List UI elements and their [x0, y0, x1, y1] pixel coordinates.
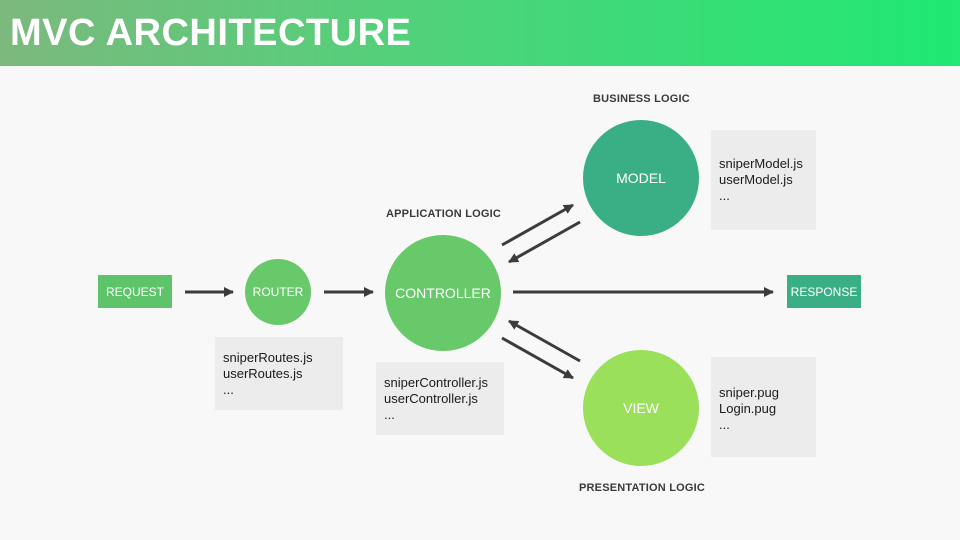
- controller-label: CONTROLLER: [395, 285, 491, 301]
- file-item: userRoutes.js: [223, 366, 303, 381]
- application-logic-caption: APPLICATION LOGIC: [386, 208, 502, 220]
- controller-node: CONTROLLER: [385, 235, 501, 351]
- page-title: MVC ARCHITECTURE: [10, 12, 412, 54]
- business-logic-caption: BUSINESS LOGIC: [593, 93, 690, 105]
- response-label: RESPONSE: [790, 284, 858, 299]
- model-label: MODEL: [616, 170, 666, 186]
- arrow-model-controller: [508, 220, 581, 264]
- presentation-logic-caption: PRESENTATION LOGIC: [579, 482, 706, 494]
- router-files: sniperRoutes.js userRoutes.js ...: [215, 337, 343, 410]
- model-node: MODEL: [583, 120, 699, 236]
- router-label: ROUTER: [252, 285, 304, 299]
- arrow-controller-model: [501, 203, 574, 247]
- view-files: sniper.pug Login.pug ...: [711, 357, 816, 457]
- response-box: RESPONSE: [787, 275, 861, 308]
- file-item: sniperController.js: [384, 375, 489, 390]
- file-item: userModel.js: [719, 172, 793, 187]
- file-item: Login.pug: [719, 401, 777, 416]
- view-node: VIEW: [583, 350, 699, 466]
- router-node: ROUTER: [245, 259, 311, 325]
- file-item: ...: [223, 382, 234, 397]
- file-item: ...: [719, 188, 730, 203]
- file-item: ...: [719, 417, 730, 432]
- file-item: ...: [384, 407, 395, 422]
- file-item: sniper.pug: [719, 385, 779, 400]
- request-label: REQUEST: [105, 284, 164, 299]
- title-bar: MVC ARCHITECTURE: [0, 0, 960, 66]
- file-item: sniperModel.js: [719, 156, 803, 171]
- arrow-view-controller: [508, 319, 581, 363]
- view-label: VIEW: [623, 400, 659, 416]
- controller-files: sniperController.js userController.js ..…: [376, 362, 504, 435]
- request-box: REQUEST: [98, 275, 172, 308]
- model-files: sniperModel.js userModel.js ...: [711, 130, 816, 230]
- file-item: userController.js: [384, 391, 478, 406]
- file-item: sniperRoutes.js: [223, 350, 313, 365]
- arrow-controller-view: [501, 336, 574, 380]
